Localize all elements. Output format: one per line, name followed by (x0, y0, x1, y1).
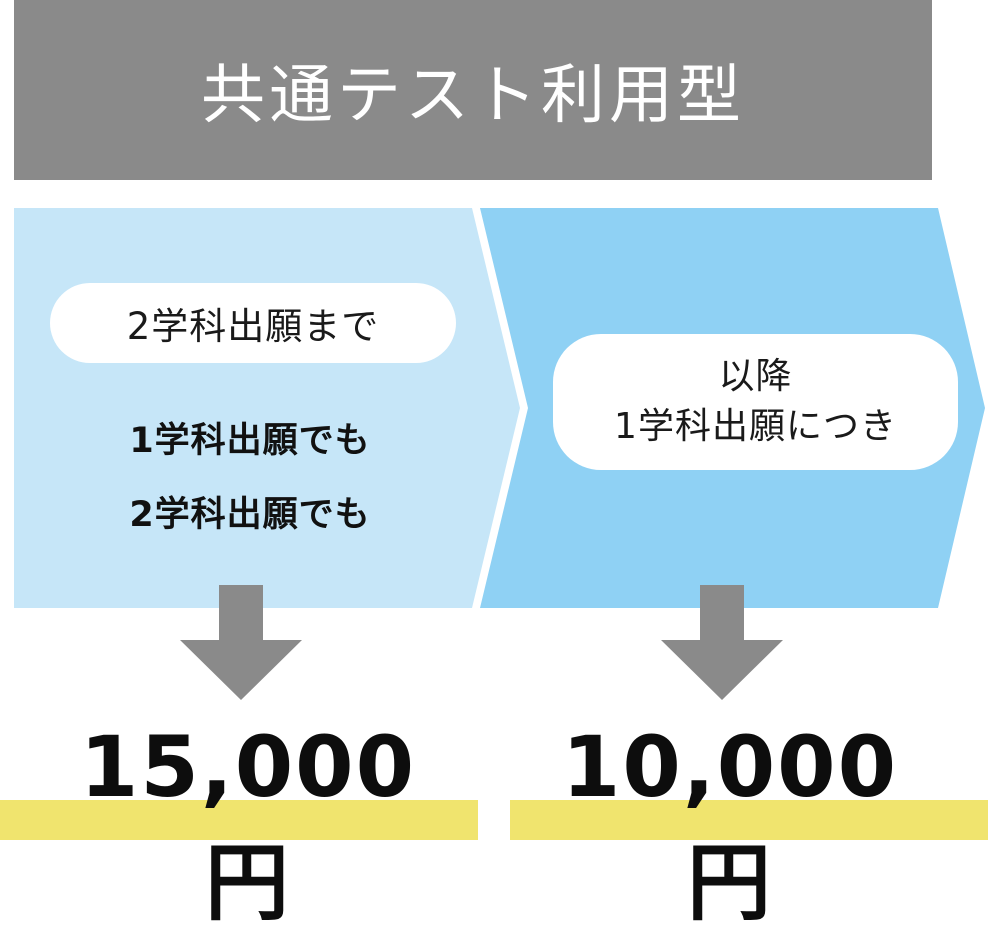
left-panel-shape (14, 208, 520, 608)
left-detail-line-2: 2学科出願でも (129, 495, 371, 535)
right-condition-line-1: 以降 (718, 356, 793, 397)
left-price-underline (0, 800, 478, 840)
right-price: 10,000円 (561, 718, 899, 932)
title-banner: 共通テスト利用型 (14, 0, 932, 180)
left-detail-line-1: 1学科出願でも (129, 421, 371, 461)
right-condition-line-2: 1学科出願につき (614, 406, 897, 447)
right-condition-pill: 以降 1学科出願につき (553, 334, 958, 470)
left-price: 15,000円 (79, 718, 417, 932)
left-condition-pill: 2学科出願まで (50, 283, 456, 363)
page-title: 共通テスト利用型 (201, 59, 745, 133)
right-price-underline (510, 800, 988, 840)
right-down-arrow-icon (661, 585, 783, 700)
left-condition-label: 2学科出願まで (126, 305, 380, 348)
left-down-arrow-icon (180, 585, 302, 700)
